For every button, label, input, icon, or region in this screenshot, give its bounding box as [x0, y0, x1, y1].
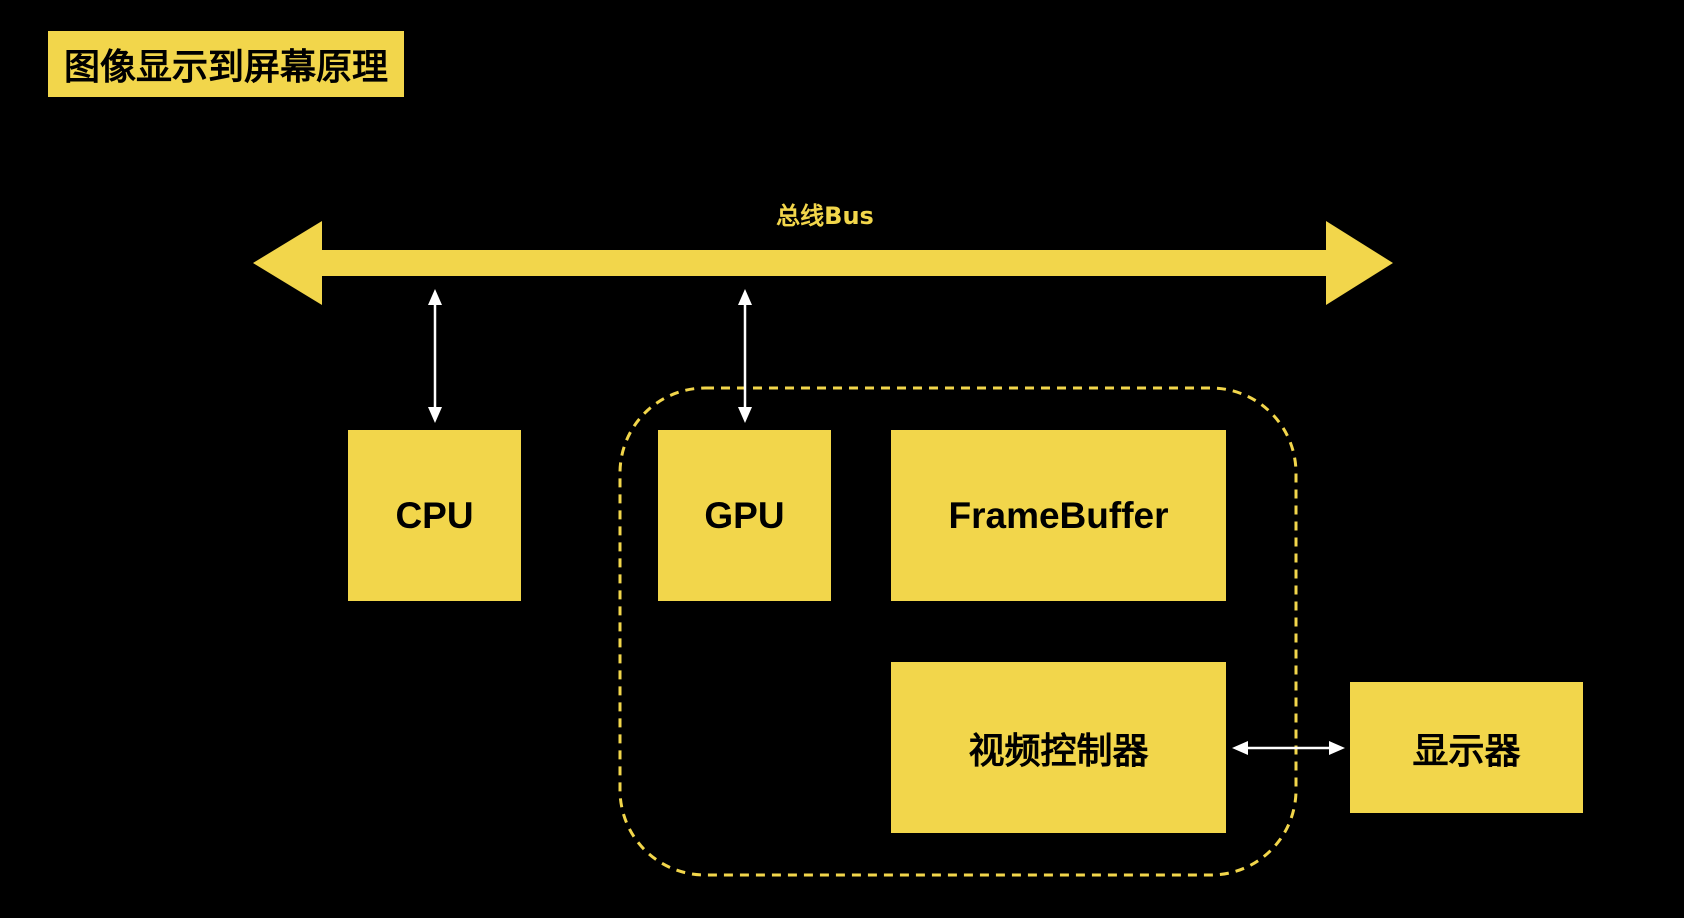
cpu-node: CPU: [348, 430, 521, 601]
framebuffer-node: FrameBuffer: [891, 430, 1226, 601]
cpu-bus-connector: [428, 289, 442, 423]
gpu-bus-connector: [738, 289, 752, 423]
bus-arrow: [253, 221, 1393, 305]
bus-label: 总线Bus: [776, 201, 874, 230]
video-display-connector: [1232, 741, 1345, 755]
video-controller-node: 视频控制器: [891, 662, 1226, 833]
page-title: 图像显示到屏幕原理: [48, 31, 404, 97]
gpu-node: GPU: [658, 430, 831, 601]
display-node: 显示器: [1350, 682, 1583, 813]
